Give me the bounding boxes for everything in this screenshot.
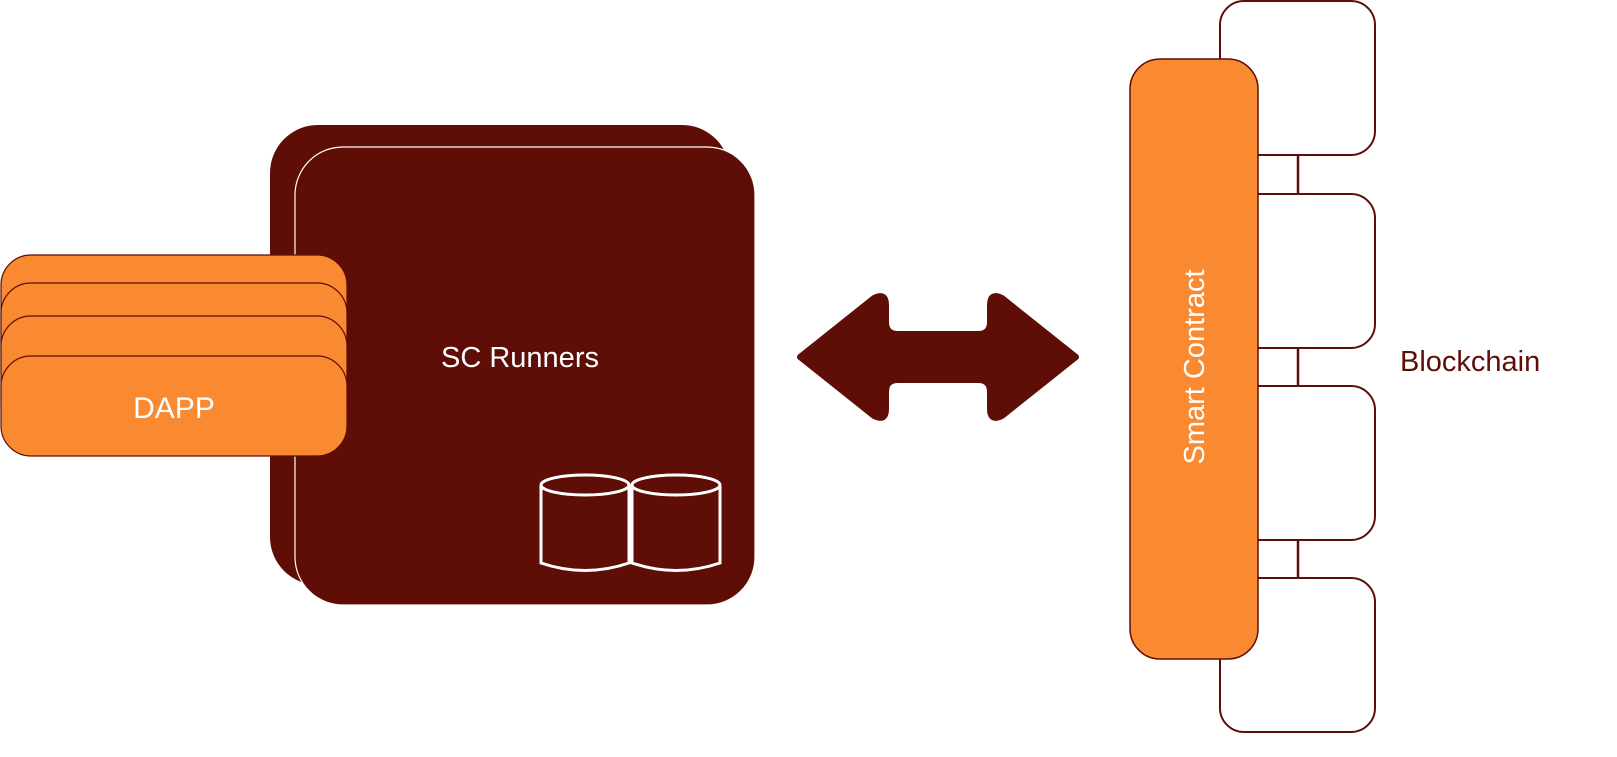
database-cylinder-right (630, 473, 722, 572)
blockchain-label: Blockchain (1400, 346, 1540, 378)
bidirectional-arrow-icon (797, 293, 1079, 421)
smart-contract-card (1129, 58, 1259, 660)
smart-contract-label: Smart Contract (1179, 270, 1211, 465)
sc-runners-card (294, 146, 756, 606)
database-icon (539, 473, 722, 572)
dapp-label: DAPP (133, 392, 215, 425)
sc-runners-label: SC Runners (441, 342, 599, 374)
dapp-card (0, 355, 348, 457)
database-cylinder-left (539, 473, 631, 572)
dapp-stack (0, 254, 348, 457)
